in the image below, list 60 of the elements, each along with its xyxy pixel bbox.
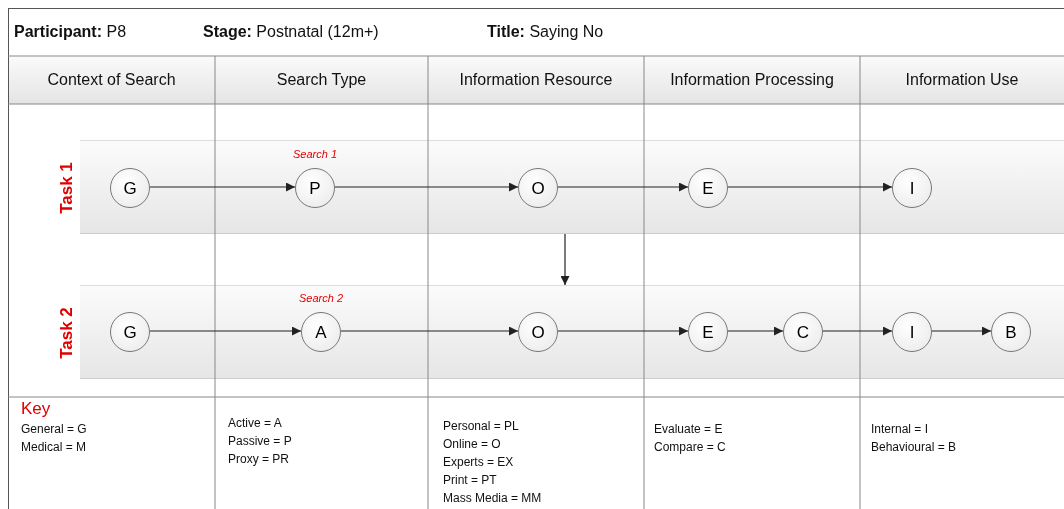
stage-code: O [531,323,545,341]
stage-circle [783,312,823,352]
column-header: Search Type [275,71,368,89]
key-entry: Passive = P [228,434,292,448]
key-entry: Personal = PL [443,419,519,433]
stage-code: B [1005,323,1017,341]
key-entry: Medical = M [21,440,87,454]
header-field: Participant: P8 [14,23,127,41]
arrow [334,182,519,192]
stage-code: G [123,179,137,197]
stage-code: A [315,323,327,341]
stage-circle [688,168,728,208]
stage-circle [892,168,932,208]
task-label: Task 2 [57,307,77,359]
key-entry: Behavioural = B [871,440,957,454]
arrow [931,326,992,336]
key-entry: Internal = I [871,422,929,436]
column-header: Information Resource [458,71,614,89]
key-entry: Mass Media = MM [443,491,542,505]
key-entry: Online = O [443,437,501,451]
arrow [557,182,689,192]
arrow [822,326,893,336]
key-entry: Active = A [228,416,282,430]
key-entry: Print = PT [443,473,497,487]
search-caption: Search 1 [293,148,337,160]
column-header: Information Use [904,71,1020,89]
key-entry: General = G [21,422,87,436]
arrow [727,182,893,192]
column-header: Information Processing [669,71,835,89]
search-caption: Search 2 [299,292,343,304]
stage-code: E [702,323,714,341]
arrow [560,233,570,286]
stage-code: P [309,179,321,197]
key-heading: Key [21,399,51,419]
arrow [149,182,296,192]
arrow [557,326,689,336]
arrow [727,326,784,336]
stage-circle [518,168,558,208]
header-field: Stage: Postnatal (12m+) [203,23,379,41]
task-label: Task 1 [57,162,77,214]
stage-code: E [702,179,714,197]
stage-circle [892,312,932,352]
stage-code: I [909,179,915,197]
key-entry: Experts = EX [443,455,514,469]
stage-code: O [531,179,545,197]
stage-circle [991,312,1031,352]
key-entry: Compare = C [654,440,726,454]
stage-circle [110,168,150,208]
stage-code: I [909,323,915,341]
key-entry: Evaluate = E [654,422,723,436]
arrow [149,326,302,336]
stage-circle [110,312,150,352]
stage-circle [688,312,728,352]
arrow [340,326,519,336]
stage-code: C [796,323,810,341]
key-entry: Proxy = PR [228,452,290,466]
stage-code: G [123,323,137,341]
column-header: Context of Search [46,71,177,89]
stage-circle [518,312,558,352]
header-field: Title: Saying No [487,23,604,41]
